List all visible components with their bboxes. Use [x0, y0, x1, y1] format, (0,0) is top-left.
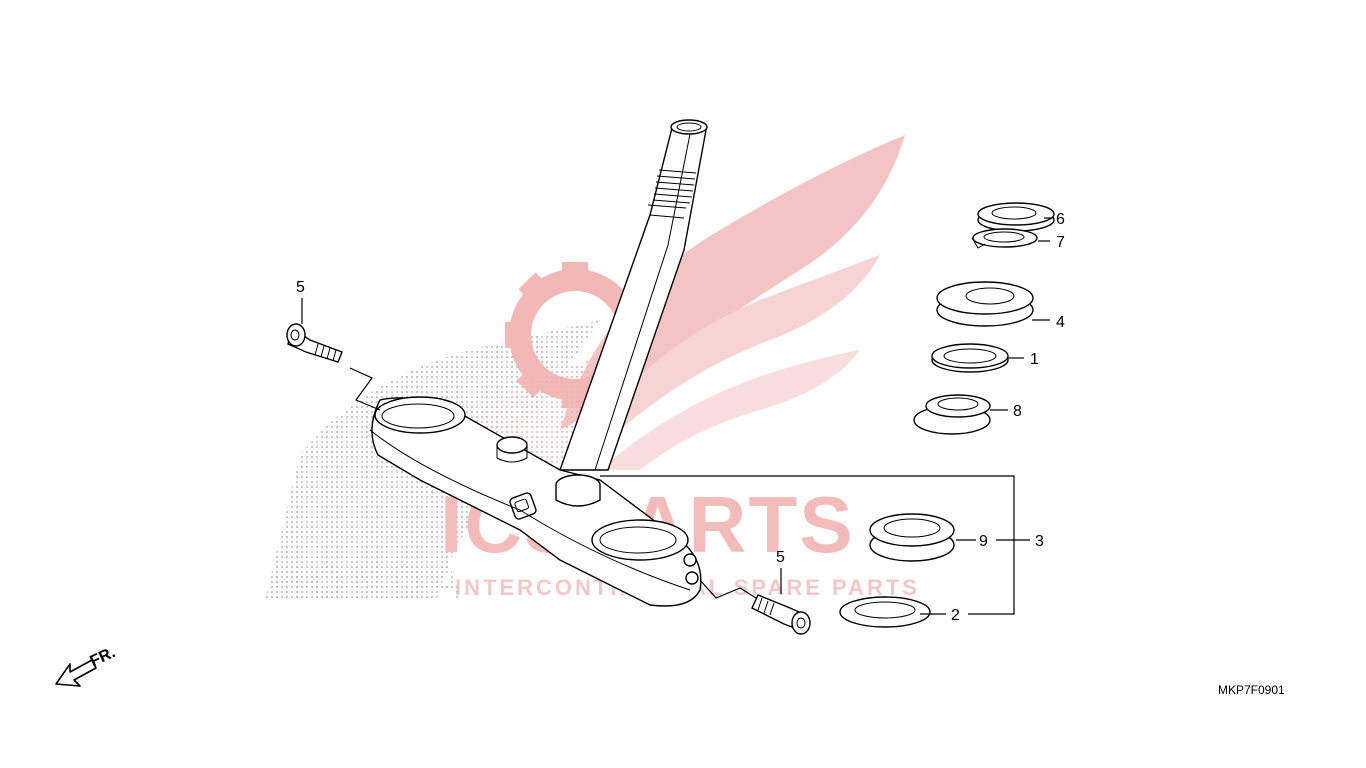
dust-seal — [931, 343, 1009, 373]
front-direction-label: FR. — [88, 644, 119, 670]
diagram-code: MKP7F0901 — [1218, 683, 1285, 697]
lock-washer — [971, 228, 1038, 249]
locknut — [977, 202, 1055, 232]
bolt-upper — [286, 323, 343, 363]
callout-5-lower: 5 — [776, 549, 785, 566]
callout-9: 9 — [979, 533, 988, 550]
watermark-maker-text: HONDA — [270, 556, 469, 608]
front-direction-indicator: FR. — [55, 644, 119, 687]
bolt-lower — [751, 594, 811, 635]
callout-1: 1 — [1030, 351, 1039, 368]
callout-2: 2 — [951, 607, 960, 624]
leader-lines — [301, 217, 1054, 615]
callout-7: 7 — [1056, 234, 1065, 251]
lower-bearing — [869, 513, 955, 562]
callout-5-upper: 5 — [296, 279, 305, 296]
adjusting-nut — [936, 281, 1034, 327]
arrow-left-down-icon — [55, 659, 97, 687]
callout-8: 8 — [1013, 403, 1022, 420]
steering-stem — [369, 119, 708, 607]
lower-dust-seal — [839, 596, 931, 628]
callout-3: 3 — [1035, 533, 1044, 550]
upper-bearing — [913, 394, 991, 435]
callout-4: 4 — [1056, 314, 1065, 331]
callout-6: 6 — [1056, 211, 1065, 228]
